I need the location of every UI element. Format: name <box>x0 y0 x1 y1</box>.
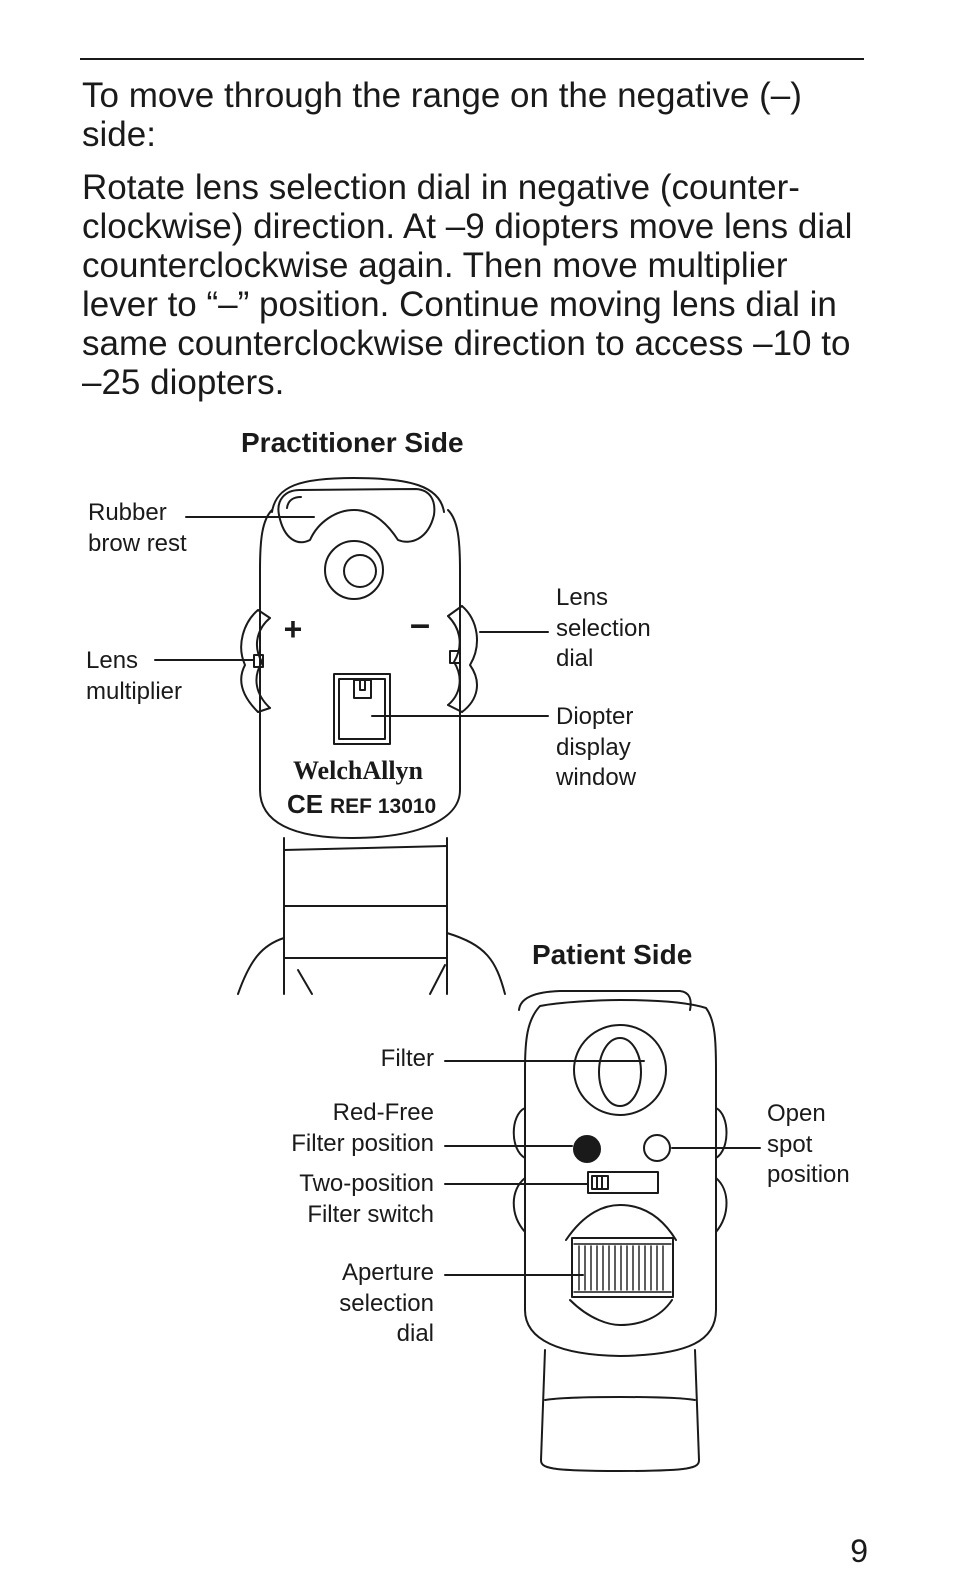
label-filter: Filter <box>380 1045 434 1072</box>
ref-number: REF 13010 <box>330 795 436 818</box>
label-red-free-filter: Red-Free Filter position <box>291 1099 434 1157</box>
label-lens-multiplier: Lens multiplier <box>86 647 183 705</box>
ce-mark: CE <box>287 789 323 819</box>
practitioner-leader-lines <box>154 516 549 717</box>
label-lens-selection-dial: Lens selection dial <box>556 584 651 672</box>
practitioner-side-heading: Practitioner Side <box>241 427 464 458</box>
label-two-position-switch: Two-position Filter switch <box>299 1170 434 1228</box>
welch-allyn-logo: WelchAllyn <box>293 756 424 785</box>
patient-leader-lines <box>444 1060 761 1276</box>
page-number: 9 <box>850 1533 868 1569</box>
top-rule <box>80 58 864 60</box>
intro-paragraph: To move through the range on the negativ… <box>82 76 802 154</box>
plus-marking: + <box>284 611 303 647</box>
minus-marking: – <box>410 603 430 644</box>
patient-device-drawing <box>512 990 728 1472</box>
patient-side-heading: Patient Side <box>532 939 693 970</box>
label-open-spot-position: Open spot position <box>767 1100 850 1188</box>
practitioner-device-drawing <box>237 477 506 995</box>
label-aperture-selection-dial: Aperture selection dial <box>339 1259 434 1347</box>
label-diopter-display-window: Diopter display window <box>556 703 637 791</box>
label-rubber-brow-rest: Rubber brow rest <box>88 499 187 557</box>
instructions-paragraph: Rotate lens selection dial in negative (… <box>82 168 853 402</box>
